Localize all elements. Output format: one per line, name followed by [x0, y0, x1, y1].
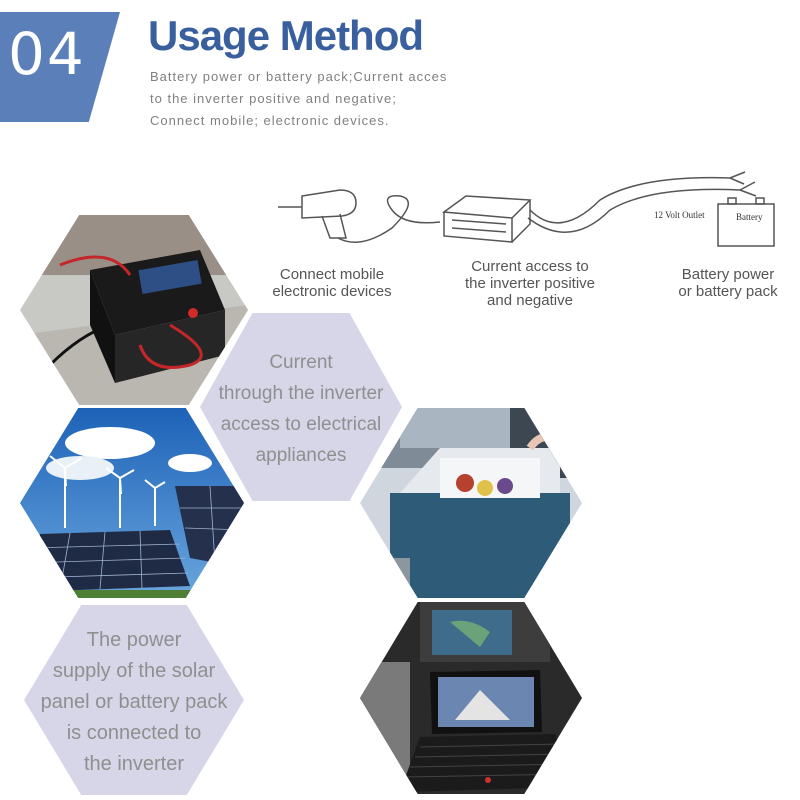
- subtitle-line: Connect mobile; electronic devices.: [150, 113, 390, 128]
- subtitle-line: to the inverter positive and negative;: [150, 91, 397, 106]
- cooler-photo-hex: [360, 408, 582, 598]
- drill-icon: [278, 189, 441, 243]
- subtitle: Battery power or battery pack;Current ac…: [150, 66, 540, 132]
- caption-battery: Battery power or battery pack: [658, 266, 798, 300]
- caption-devices: Connect mobile electronic devices: [252, 266, 412, 300]
- hex-text-line: access to electrical: [220, 414, 382, 435]
- battery-cables: [527, 171, 757, 233]
- hex-text-line: Current: [269, 352, 333, 373]
- hex-text-line: is connected to: [66, 722, 202, 744]
- current-text-hex: Current through the inverter access to e…: [200, 313, 402, 501]
- caption-line: and negative: [487, 292, 573, 309]
- solar-panels-image: [20, 408, 244, 598]
- caption-line: Current access to: [471, 258, 589, 275]
- solar-text-hex: The power supply of the solar panel or b…: [24, 605, 244, 795]
- caption-inverter: Current access to the inverter positive …: [440, 258, 620, 309]
- car-cooler-image: [360, 408, 582, 598]
- hex-text-line: through the inverter: [218, 383, 384, 404]
- solar-photo-hex: [20, 408, 244, 598]
- hex-text-line: supply of the solar: [52, 660, 216, 682]
- caption-line: Battery power: [681, 266, 775, 283]
- battery-icon: [717, 197, 775, 247]
- hex-text-line: panel or battery pack: [40, 691, 228, 713]
- hex-text-line: appliances: [255, 445, 347, 466]
- caption-line: electronic devices: [272, 283, 392, 300]
- outlet-label: 12 Volt Outlet: [654, 210, 705, 220]
- laptop-photo-hex: [360, 602, 582, 794]
- solar-text: The power supply of the solar panel or b…: [24, 625, 244, 780]
- connection-diagram: 12 Volt Outlet Battery: [278, 171, 775, 247]
- hex-text-line: the inverter: [83, 753, 185, 775]
- inverter-icon: [441, 195, 532, 243]
- caption-line: the inverter positive: [464, 275, 596, 292]
- laptop-in-car-image: [360, 602, 582, 794]
- caption-line: or battery pack: [678, 283, 778, 300]
- section-number: 04: [8, 20, 86, 88]
- page-title: Usage Method: [148, 12, 424, 59]
- subtitle-line: Battery power or battery pack;Current ac…: [150, 69, 448, 84]
- battery-label: Battery: [736, 212, 763, 222]
- hex-text-line: The power: [86, 629, 182, 651]
- current-text: Current through the inverter access to e…: [200, 347, 402, 471]
- caption-line: Connect mobile: [279, 266, 385, 283]
